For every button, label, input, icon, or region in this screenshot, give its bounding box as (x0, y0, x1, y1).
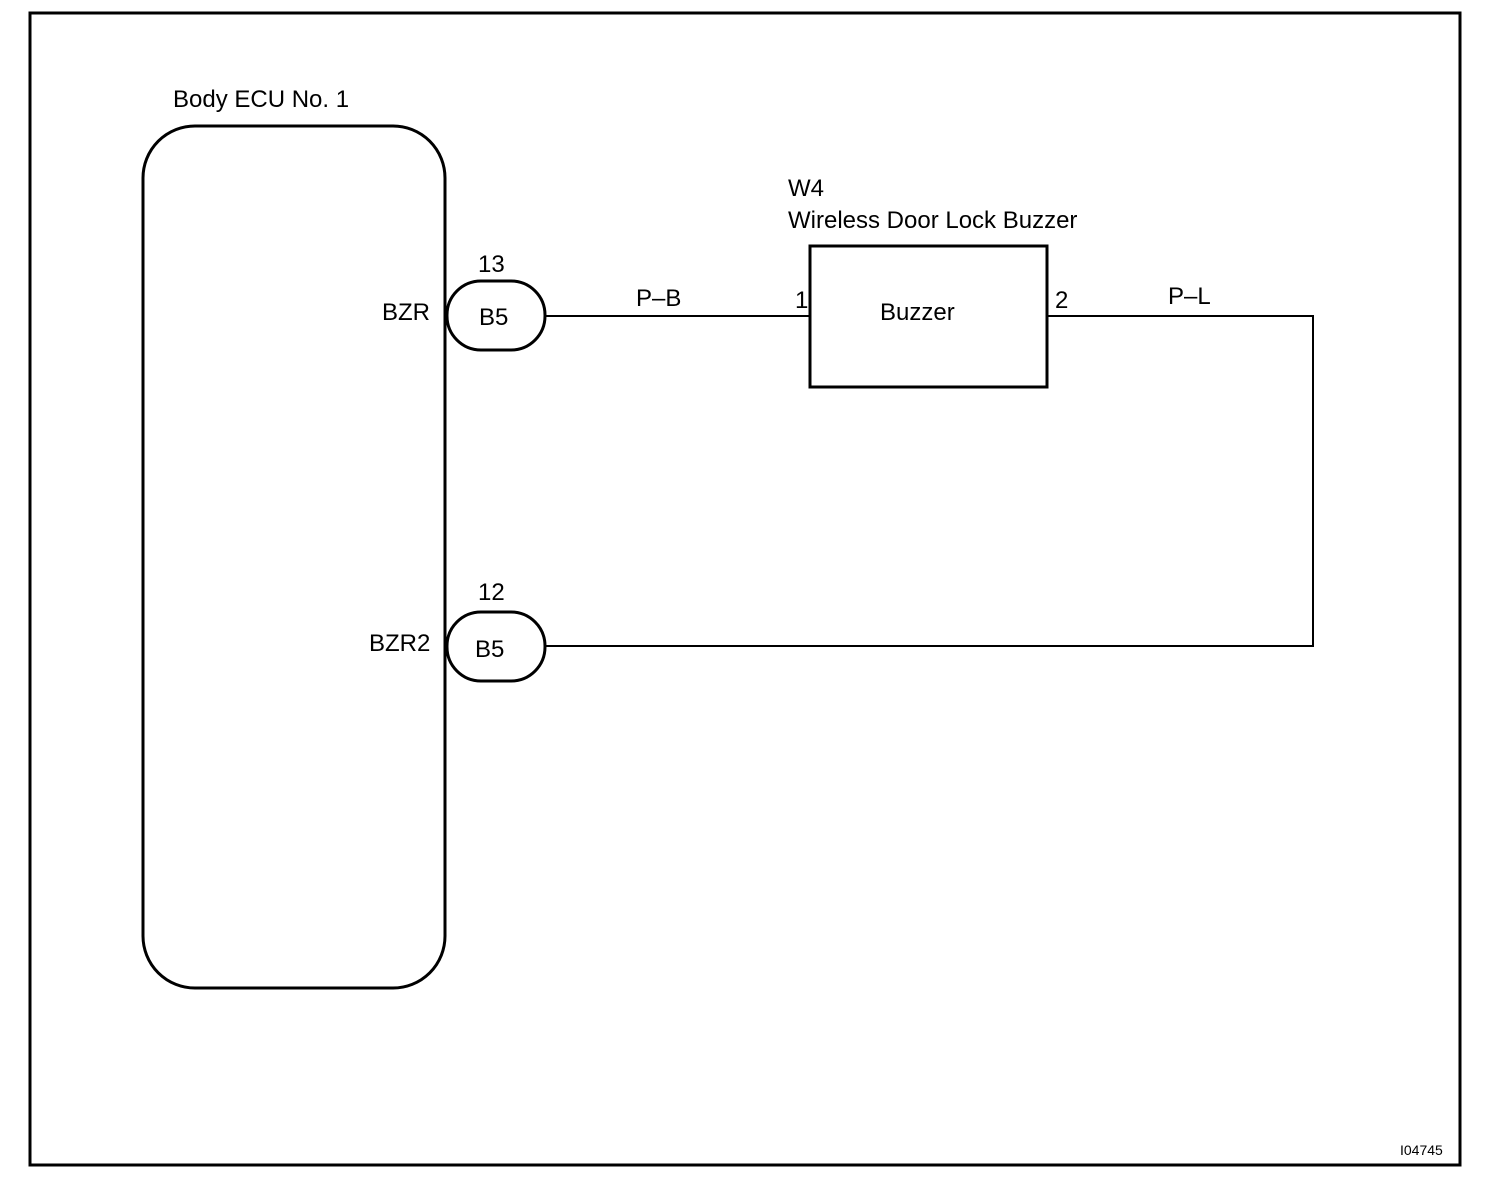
pin-number-13: 13 (478, 251, 505, 278)
diagram-frame (28, 11, 1462, 1167)
buzzer-name: Wireless Door Lock Buzzer (788, 207, 1077, 234)
wire-label-p-b: P–B (636, 285, 681, 312)
terminal-label-bzr: BZR (382, 299, 430, 326)
buzzer-pin-1: 1 (795, 287, 808, 314)
wire-label-p-l: P–L (1168, 283, 1211, 310)
ecu-body (141, 124, 447, 990)
buzzer-code: W4 (788, 175, 824, 202)
ecu-title: Body ECU No. 1 (173, 86, 349, 113)
connector-label-b5-upper: B5 (479, 304, 508, 331)
pin-number-12: 12 (478, 579, 505, 606)
buzzer-label: Buzzer (880, 299, 955, 326)
connector-label-b5-lower: B5 (475, 636, 504, 663)
wire-p-l (545, 315, 1314, 647)
terminal-label-bzr2: BZR2 (369, 630, 430, 657)
figure-id: I04745 (1400, 1142, 1443, 1158)
buzzer-pin-2: 2 (1055, 287, 1068, 314)
